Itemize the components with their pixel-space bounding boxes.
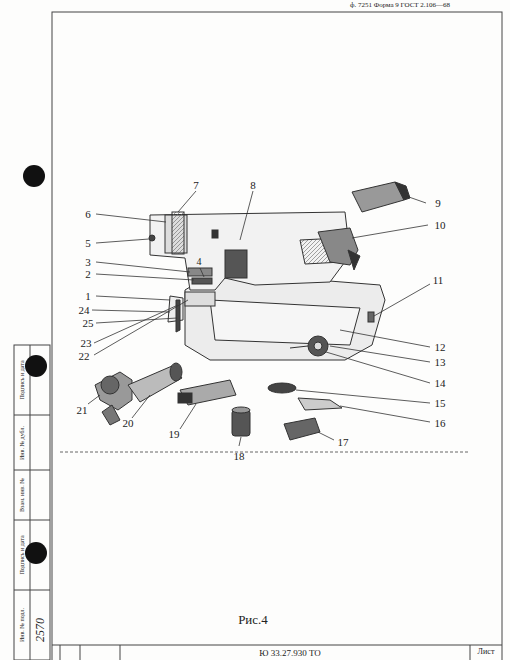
inventory-number: 2570	[34, 618, 46, 642]
callout-number: 9	[435, 198, 441, 209]
callout-number: 18	[234, 451, 245, 462]
callout-number: 2	[85, 269, 91, 280]
callout-number: 14	[435, 378, 446, 389]
callout-number: 20	[123, 418, 134, 429]
form-header: ф. 7251 Форма 9 ГОСТ 2.106—68	[350, 2, 450, 9]
callout-number: 24	[79, 305, 90, 316]
sheet-label: Лист	[478, 648, 495, 656]
callout-number: 4	[197, 257, 202, 267]
title-block-line	[60, 645, 61, 660]
callout-number: 19	[169, 429, 180, 440]
callout-number: 5	[85, 238, 91, 249]
callout-number: 22	[79, 351, 90, 362]
callout-number: 1	[85, 291, 91, 302]
stamp-strip	[14, 345, 50, 660]
callout-number: 21	[77, 405, 88, 416]
title-block-line	[120, 645, 121, 660]
callout-number: 23	[81, 338, 92, 349]
punch-hole	[25, 542, 47, 564]
callout-number: 10	[435, 220, 446, 231]
callout-number: 3	[85, 257, 91, 268]
callout-number: 25	[83, 318, 94, 329]
stamp-field-label: Подпись и дата	[19, 360, 25, 399]
callout-number: 12	[435, 342, 446, 353]
punch-hole	[23, 165, 45, 187]
stamp-field-label: Подпись и дата	[19, 535, 25, 574]
callout-number: 7	[193, 180, 199, 191]
callout-number: 11	[433, 275, 444, 286]
title-block-line	[470, 645, 471, 660]
callout-number: 6	[85, 209, 91, 220]
callout-number: 13	[435, 357, 446, 368]
callout-number: 8	[250, 180, 256, 191]
callout-number: 17	[338, 437, 349, 448]
page-frame	[52, 12, 502, 660]
callout-number: 16	[435, 418, 446, 429]
figure-caption: Рис.4	[238, 612, 268, 628]
stamp-field-label: Инв. № подл.	[19, 608, 25, 642]
title-block-line	[80, 645, 81, 660]
separator	[60, 452, 470, 453]
document-code: Ю 33.27.930 ТО	[259, 649, 321, 658]
callout-number: 15	[435, 398, 446, 409]
stamp-field-label: Инв. № дубл.	[19, 426, 25, 460]
leader-lines	[88, 191, 430, 446]
stamp-field-label: Взам. инв. №	[19, 478, 25, 512]
punch-hole	[25, 355, 47, 377]
